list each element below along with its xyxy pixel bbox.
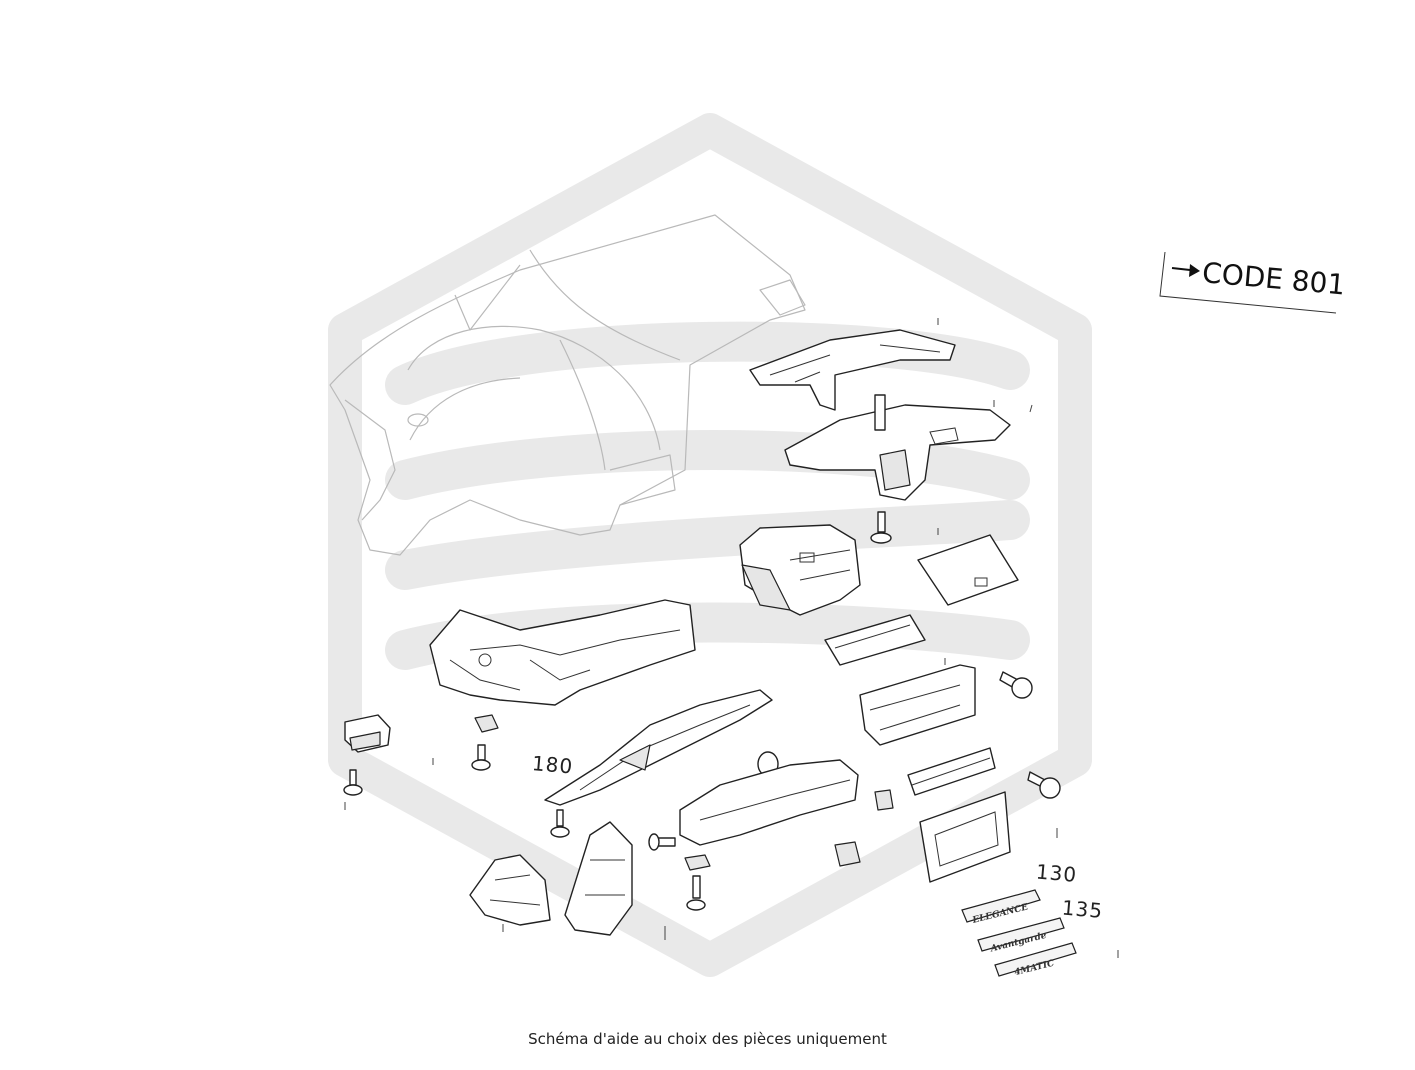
screws: [343, 511, 1061, 911]
switch-block: [344, 714, 391, 753]
glovebox-lid: [917, 534, 1019, 606]
drawer: [907, 747, 996, 796]
console-lower: [679, 759, 861, 867]
part-label-180: 180: [531, 751, 574, 778]
stray-marks: [344, 318, 1119, 958]
glovebox-upper-frame: [784, 394, 1011, 501]
part-label-135: 135: [1061, 895, 1104, 922]
dashboard-outline: [329, 214, 806, 556]
part-label-130: 130: [1035, 859, 1078, 886]
screw-7: [686, 875, 706, 911]
screw-2: [471, 744, 491, 771]
side-panel-left: [469, 854, 551, 926]
tray: [824, 614, 926, 666]
side-panel-right: [564, 821, 633, 936]
badge-elegance: ELEGANCE: [961, 889, 1041, 926]
screw-6: [550, 809, 570, 838]
screw-3: [870, 511, 892, 544]
arrow-icon: [1189, 264, 1200, 277]
code-801-tag: CODE 801: [1159, 251, 1347, 314]
svg-text:CODE 801: CODE 801: [1201, 256, 1347, 301]
glovebox: [739, 524, 861, 616]
lower-panel: [429, 599, 696, 706]
bracket-180: [544, 689, 773, 806]
console-frame: [859, 664, 976, 746]
screw-5: [1027, 771, 1061, 799]
bolt-8: [648, 833, 676, 851]
clip-3: [684, 854, 711, 871]
trim-bezel: [919, 791, 1011, 883]
clip-1: [474, 714, 499, 733]
caption: Schéma d'aide au choix des pièces unique…: [528, 1030, 887, 1048]
screw-4: [999, 671, 1033, 699]
clip-2: [874, 789, 894, 811]
upper-bracket: [749, 329, 956, 411]
screw-1: [343, 769, 363, 796]
